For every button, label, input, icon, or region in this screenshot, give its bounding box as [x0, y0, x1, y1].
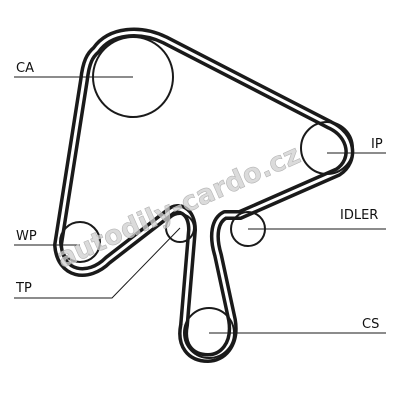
intermediate-pulley	[300, 121, 354, 175]
label-ca: CA	[16, 61, 34, 76]
water-pump-pulley	[59, 221, 101, 263]
label-cs: CS	[362, 317, 379, 332]
label-ip: IP	[371, 137, 383, 152]
component-labels: CA IP WP IDLER TP CS	[15, 61, 383, 332]
label-tp: TP	[15, 281, 32, 296]
label-idler: IDLER	[340, 208, 378, 223]
tp-leader-line	[14, 227, 181, 299]
leader-lines	[14, 76, 386, 334]
label-wp: WP	[16, 229, 37, 244]
tensioner-pulley	[165, 213, 195, 243]
